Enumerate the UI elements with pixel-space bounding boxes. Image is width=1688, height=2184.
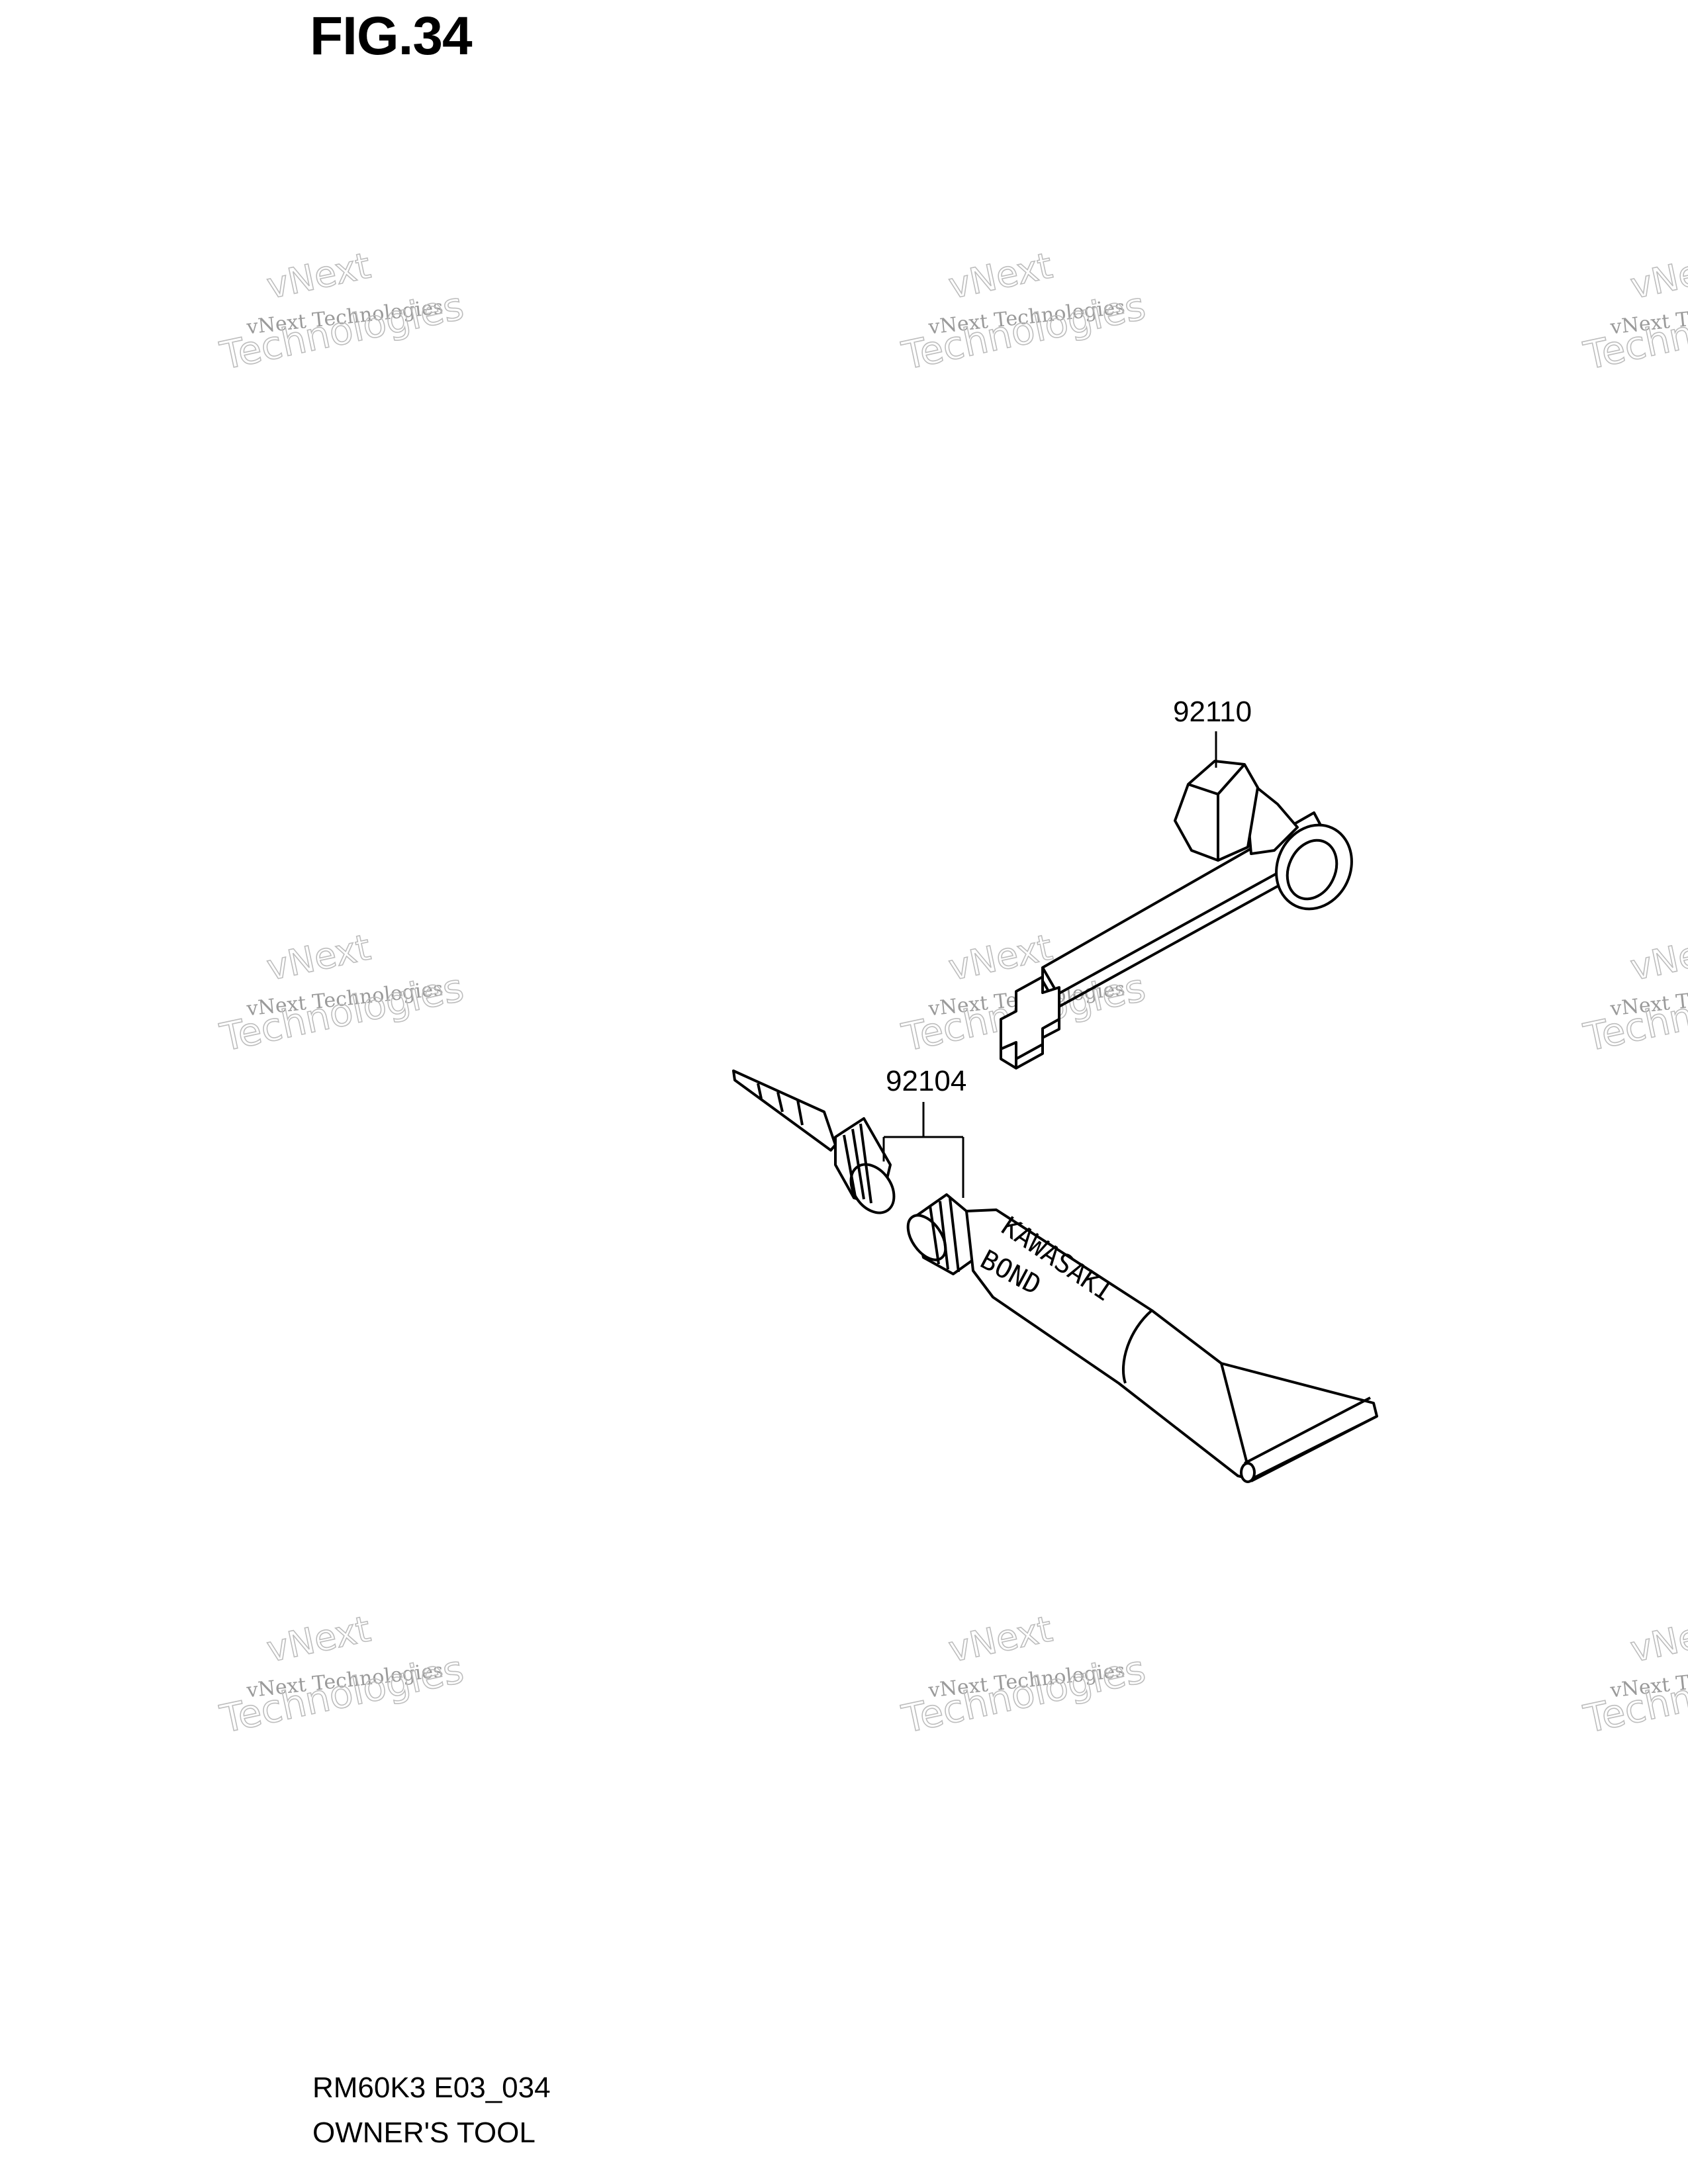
svg-text:vNext: vNext <box>263 245 374 307</box>
svg-text:Technologies: Technologies <box>216 283 468 379</box>
wrench-92110-illustration <box>1000 760 1353 1069</box>
svg-text:vNext: vNext <box>263 1608 374 1670</box>
svg-text:Technologies: Technologies <box>898 283 1150 379</box>
watermark-top-left: vNext vNext Technologies Technologies <box>216 244 468 379</box>
watermark-bottom-right: vNext vNext Technologies Technologies <box>1579 1608 1688 1743</box>
watermark-top-center: vNext vNext Technologies Technologies <box>898 244 1150 379</box>
watermark-mid-right: vNext vNext Technologies Technologies <box>1579 926 1688 1061</box>
svg-text:Technologies: Technologies <box>216 965 468 1060</box>
figure-title: FIG.34 <box>310 6 473 66</box>
callout-92104: 92104 <box>886 1065 966 1097</box>
watermark-bottom-center: vNext vNext Technologies Technologies <box>898 1608 1150 1743</box>
svg-text:Technologies: Technologies <box>898 1647 1150 1742</box>
svg-text:vNext: vNext <box>945 1608 1056 1670</box>
footer-caption: OWNER'S TOOL <box>312 2116 536 2149</box>
svg-text:vNext: vNext <box>1627 245 1688 307</box>
footer-code: RM60K3 E03_034 <box>312 2071 551 2104</box>
watermark-top-right: vNext vNext Technologies Technologies <box>1579 244 1688 379</box>
watermark-bottom-left: vNext vNext Technologies Technologies <box>216 1608 468 1743</box>
callout-92110: 92110 <box>1173 696 1252 728</box>
svg-text:vNext: vNext <box>945 245 1056 307</box>
svg-text:vNext: vNext <box>1627 927 1688 989</box>
svg-text:vNext: vNext <box>263 927 374 989</box>
watermark-mid-left: vNext vNext Technologies Technologies <box>216 926 468 1061</box>
bond-tube-92104-illustration <box>732 1069 1378 1483</box>
svg-text:vNext: vNext <box>1627 1608 1688 1670</box>
svg-text:Technologies: Technologies <box>216 1647 468 1742</box>
leader-92104 <box>882 1102 964 1198</box>
